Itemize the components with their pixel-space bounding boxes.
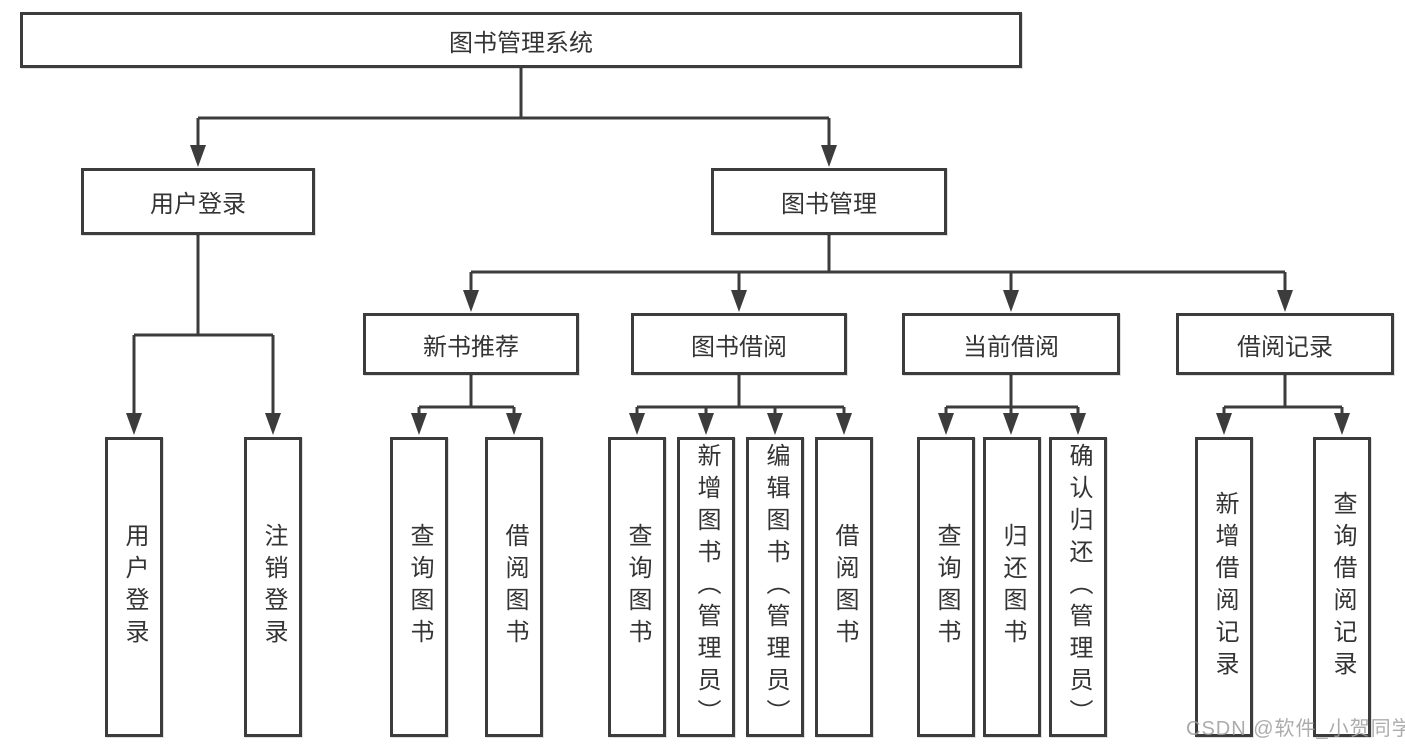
node-current-borrow: 当前借阅: [902, 313, 1120, 375]
leaf-current-query-books: 查询图书: [917, 437, 975, 737]
node-root-system: 图书管理系统: [20, 12, 1022, 68]
arrowheads: [126, 145, 1350, 435]
leaf-user-login: 用户登录: [105, 437, 163, 737]
leaf-recommend-query-books: 查询图书: [390, 437, 448, 737]
leaf-add-books-admin: 新增图书（管理员）: [677, 437, 735, 737]
leaf-add-borrow-record: 新增借阅记录: [1195, 437, 1253, 737]
leaf-borrow-books: 借阅图书: [815, 437, 873, 737]
node-book-management: 图书管理: [711, 168, 947, 235]
node-book-borrow: 图书借阅: [631, 313, 847, 375]
leaf-return-books: 归还图书: [983, 437, 1041, 737]
leaf-borrow-query-books: 查询图书: [608, 437, 666, 737]
leaf-edit-books-admin: 编辑图书（管理员）: [746, 437, 804, 737]
tree-edges: [132, 68, 1344, 428]
node-user-login: 用户登录: [81, 168, 315, 235]
leaf-query-borrow-record: 查询借阅记录: [1313, 437, 1371, 737]
leaf-logout: 注销登录: [244, 437, 302, 737]
leaf-recommend-borrow-books: 借阅图书: [485, 437, 543, 737]
node-new-book-recommend: 新书推荐: [363, 313, 579, 375]
leaf-confirm-return-admin: 确认归还（管理员）: [1049, 437, 1107, 737]
csdn-watermark: CSDN @软件_小贺同学: [1186, 718, 1405, 740]
node-borrow-records: 借阅记录: [1176, 313, 1394, 375]
